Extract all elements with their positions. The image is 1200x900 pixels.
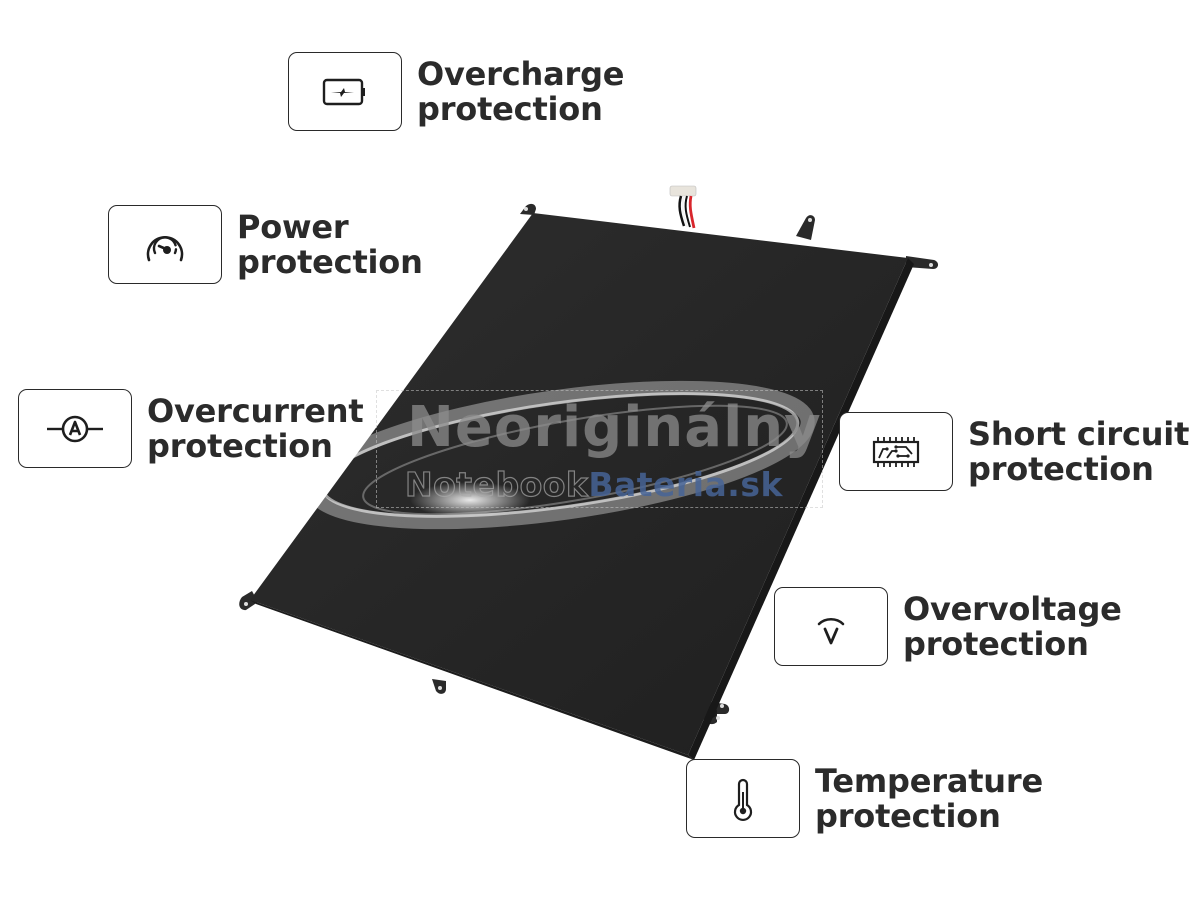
voltage-icon — [817, 617, 845, 644]
feature-label-overvoltage: Overvoltage protection — [903, 589, 1122, 663]
feature-overvoltage: Overvoltage protection — [774, 587, 1122, 666]
icon-box-temperature — [686, 759, 800, 838]
feature-label-power: Power protection — [237, 207, 423, 281]
circuit-chip-icon — [872, 436, 920, 467]
feature-temperature: Temperature protection — [686, 759, 1043, 838]
feature-label-overcurrent: Overcurrent protection — [147, 391, 364, 465]
feature-label-temperature: Temperature protection — [815, 761, 1043, 835]
feature-power: Power protection — [108, 205, 423, 284]
battery-bolt-icon — [322, 78, 365, 105]
icon-box-short-circuit — [839, 412, 953, 491]
icon-box-power — [108, 205, 222, 284]
icon-box-overcurrent — [18, 389, 132, 468]
icon-box-overcharge — [288, 52, 402, 131]
thermometer-icon — [733, 778, 753, 821]
watermark-main-text: Neoriginálny — [407, 395, 822, 460]
watermark: Neoriginálny NotebookBateria.sk — [376, 390, 823, 508]
ammeter-icon — [47, 415, 103, 442]
battery-body — [250, 213, 908, 755]
gauge-icon — [146, 235, 184, 261]
light-swirl-effect — [305, 380, 815, 530]
feature-label-short-circuit: Short circuit protection — [968, 414, 1190, 488]
icon-box-overvoltage — [774, 587, 888, 666]
feature-overcharge: Overcharge protection — [288, 52, 624, 131]
feature-overcurrent: Overcurrent protection — [18, 389, 364, 468]
battery-connector — [669, 185, 697, 229]
watermark-brand: NotebookBateria.sk — [404, 464, 783, 504]
watermark-brand-part1: Notebook — [404, 464, 589, 504]
feature-label-overcharge: Overcharge protection — [417, 54, 625, 128]
watermark-brand-part2: Bateria.sk — [588, 465, 783, 504]
feature-short-circuit: Short circuit protection — [839, 412, 1189, 491]
